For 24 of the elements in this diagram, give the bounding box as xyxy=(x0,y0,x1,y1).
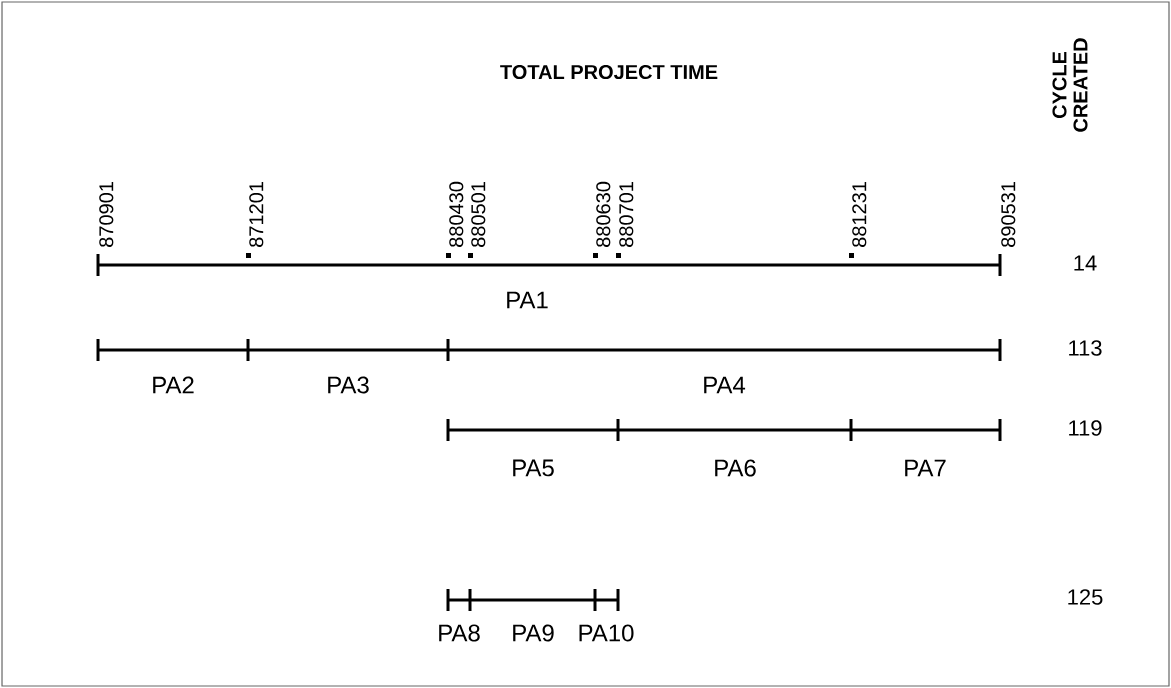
date-label: 880630 xyxy=(596,181,611,247)
date-label: 870901 xyxy=(99,182,114,247)
date-label: 880501 xyxy=(471,182,486,247)
date-label: 880701 xyxy=(619,182,634,247)
segment-label: PA5 xyxy=(513,459,554,477)
title: TOTAL PROJECT TIME xyxy=(500,64,718,80)
cycle-number: 125 xyxy=(1068,589,1103,605)
segment-label: PA2 xyxy=(153,376,194,394)
axis-label: CYCLE CREATED xyxy=(1052,38,1088,132)
segment-label: PA8 xyxy=(439,624,480,642)
cycle-number: 14 xyxy=(1074,255,1097,271)
cycle-number: 113 xyxy=(1069,340,1102,356)
segment-label: PA4 xyxy=(704,376,746,394)
cycle-number: 119 xyxy=(1069,420,1102,436)
date-label: 871201 xyxy=(249,182,264,247)
date-label: 880430 xyxy=(449,181,464,247)
segment-label: PA1 xyxy=(507,291,548,309)
segment-label: PA7 xyxy=(905,459,946,477)
date-label: 881231 xyxy=(852,182,867,247)
segment-label: PA9 xyxy=(513,624,554,642)
segment-label: PA6 xyxy=(715,459,756,477)
date-label: 890531 xyxy=(1001,182,1016,247)
segment-label: PA3 xyxy=(328,376,369,394)
segment-label: PA10 xyxy=(579,624,634,642)
